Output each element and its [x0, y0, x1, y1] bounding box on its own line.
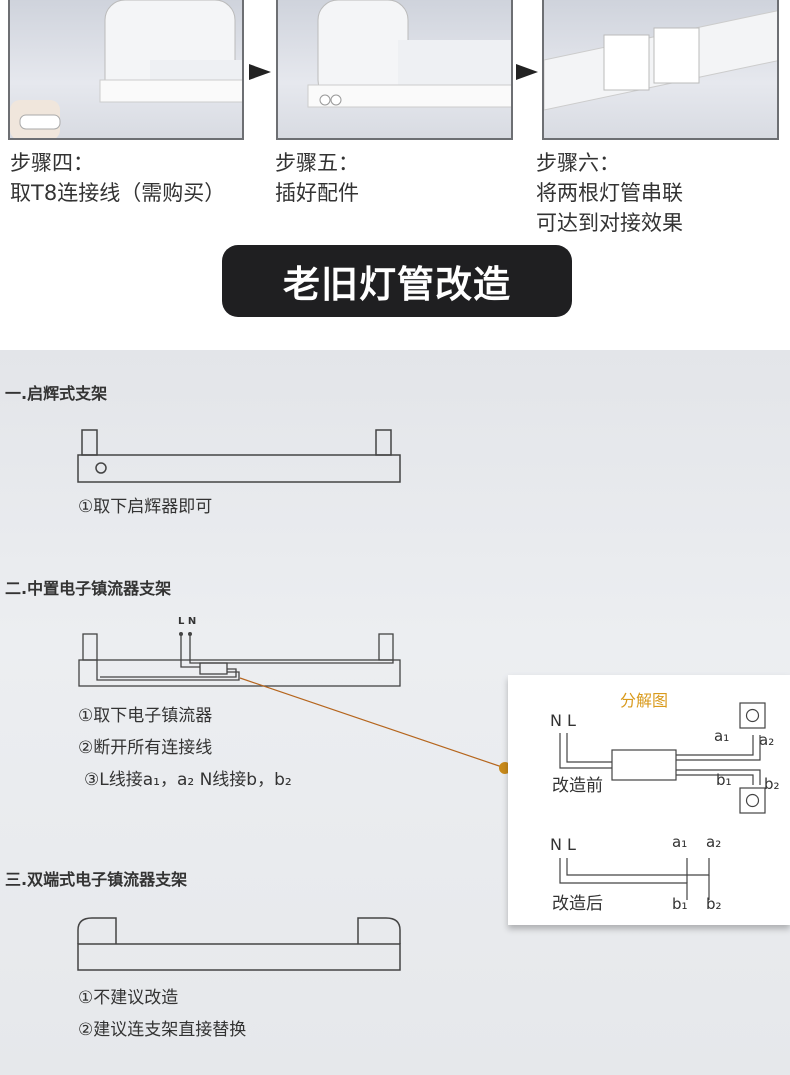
before-label: 改造前 [552, 776, 603, 796]
step-four-title: 步骤四： [10, 151, 94, 175]
after-a1-label: a₁ [672, 833, 688, 851]
arrow-icon [249, 64, 271, 80]
starter-fixture-diagram [77, 429, 401, 483]
wiring-schematic [559, 702, 766, 900]
step-six-title: 步骤六： [536, 151, 620, 175]
step-five-photo [276, 0, 513, 140]
before-a2-label: a₂ [759, 731, 775, 749]
step-four-photo [8, 0, 244, 140]
step-six-desc: 将两根灯管串联 [536, 181, 683, 205]
after-b2-label: b₂ [706, 895, 722, 913]
section-2-note-2: ②断开所有连接线 [78, 738, 213, 758]
leader-line [239, 677, 506, 769]
after-label: 改造后 [552, 894, 603, 914]
before-nl-label: N L [550, 711, 576, 730]
after-b1-label: b₁ [672, 895, 688, 913]
step-four-desc: 取T8连接线（需购买） [10, 181, 226, 205]
section-1-heading: 一.启辉式支架 [5, 384, 108, 403]
section-3-note-2: ②建议连支架直接替换 [78, 1020, 247, 1040]
step-five-desc: 插好配件 [275, 181, 359, 205]
step-five-title: 步骤五： [275, 151, 359, 175]
inset-title: 分解图 [620, 691, 669, 710]
double-ended-fixture-diagram [77, 917, 401, 971]
before-a1-label: a₁ [714, 727, 730, 745]
section-1-note-1: ①取下启辉器即可 [78, 497, 213, 517]
step-six-desc-2: 可达到对接效果 [536, 211, 683, 232]
section-banner: 老旧灯管改造 [222, 245, 572, 317]
arrow-icon [516, 64, 538, 80]
section-2-heading: 二.中置电子镇流器支架 [5, 579, 172, 598]
before-b2-label: b₂ [764, 775, 780, 793]
section-3-note-1: ①不建议改造 [78, 988, 179, 1008]
exploded-view-card: 分解图 N L a₁ a₂ b₁ b₂ 改造前 N L a₁ a₂ b₁ b₂ … [508, 675, 790, 925]
section-3-heading: 三.双端式电子镇流器支架 [5, 870, 188, 889]
section-2-note-3: ③L线接a₁，a₂ N线接b，b₂ [84, 770, 292, 790]
section-2-note-1: ①取下电子镇流器 [78, 706, 213, 726]
after-a2-label: a₂ [706, 833, 722, 851]
after-nl-label: N L [550, 835, 576, 854]
wire-label: L N [178, 616, 197, 627]
step-six-photo [542, 0, 779, 140]
center-ballast-fixture-diagram [78, 632, 511, 774]
